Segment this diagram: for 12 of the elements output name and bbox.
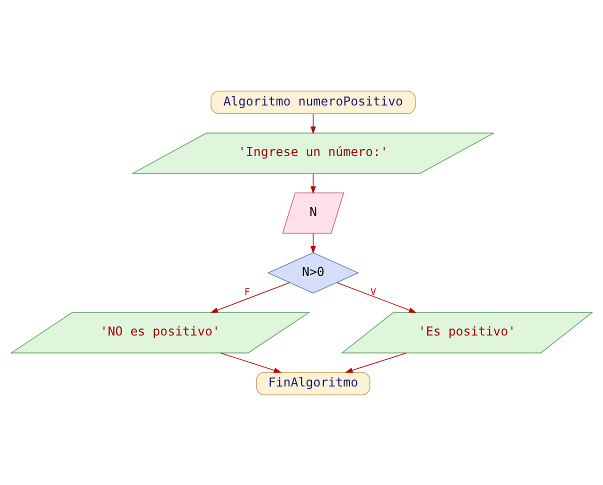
node-diamond: N>0 [267,252,360,294]
node-box: FinAlgoritmo [256,371,370,395]
arrow [310,112,316,134]
arrow [310,172,316,194]
arrow [210,282,290,312]
arrow [344,352,407,372]
edge-label: F [244,286,250,298]
arrow [220,352,282,372]
arrow [310,232,316,254]
edge-label: V [370,286,376,298]
arrow [336,282,417,312]
node-box: Algoritmo numeroPositivo [210,90,416,114]
